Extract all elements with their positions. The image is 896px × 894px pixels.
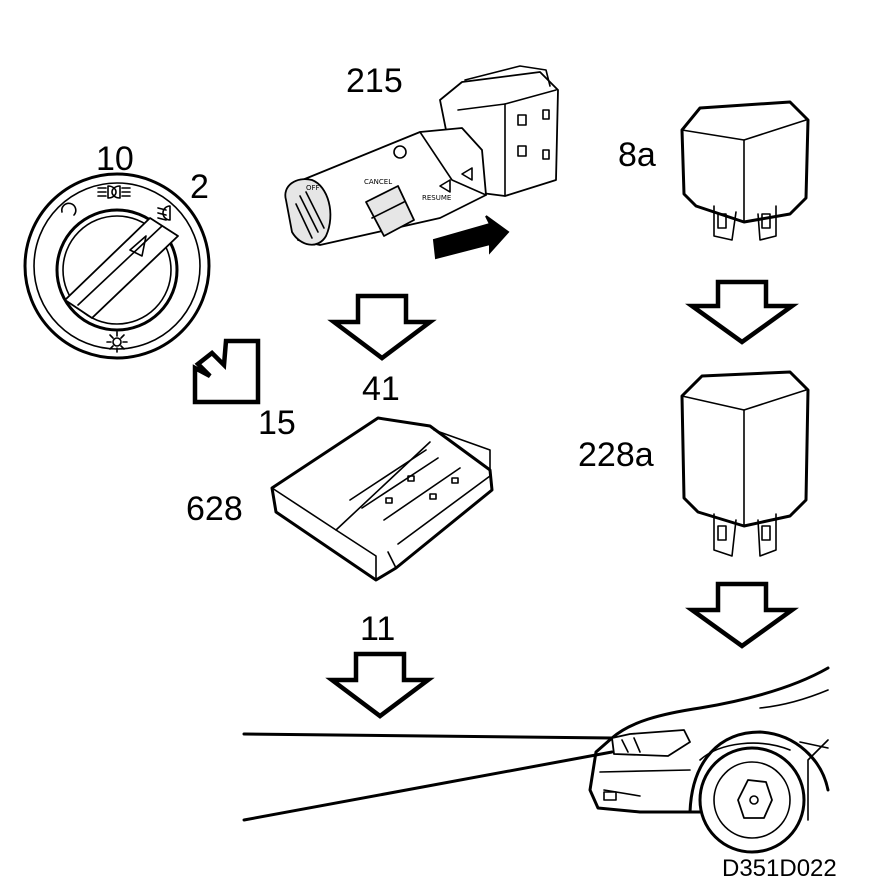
label-8a: 8a — [618, 136, 656, 174]
label-228a: 228a — [578, 436, 654, 474]
arrow-switch-to-module — [192, 338, 261, 405]
drawing-code: D351D022 — [722, 855, 837, 882]
label-11: 11 — [360, 610, 395, 648]
car-front — [242, 666, 830, 854]
motion-arrow-icon — [432, 215, 510, 260]
interior-light-icon — [106, 331, 128, 353]
label-2: 2 — [190, 168, 209, 206]
headlight-icon — [97, 185, 131, 199]
label-41: 41 — [362, 370, 400, 408]
cruise-stalk-switch: OFF CANCEL RESUME — [284, 65, 559, 260]
light-switch — [23, 172, 211, 360]
label-628: 628 — [186, 490, 243, 528]
arrow-228a-to-car — [685, 581, 799, 649]
arrow-8a-to-228a — [685, 279, 799, 345]
arrow-stalk-to-module — [327, 293, 437, 361]
stalk-off-text: OFF — [306, 184, 320, 192]
label-15: 15 — [258, 404, 296, 442]
relay-8a — [680, 100, 810, 241]
control-module — [270, 416, 494, 582]
stalk-cancel-text: CANCEL — [364, 178, 392, 186]
stalk-resume-text: RESUME — [422, 194, 451, 202]
arrow-module-to-car — [325, 651, 435, 719]
low-beam-icon — [157, 205, 171, 221]
parking-light-icon — [61, 202, 77, 216]
relay-228a — [680, 370, 810, 557]
label-215: 215 — [346, 62, 403, 100]
label-10: 10 — [96, 140, 134, 178]
